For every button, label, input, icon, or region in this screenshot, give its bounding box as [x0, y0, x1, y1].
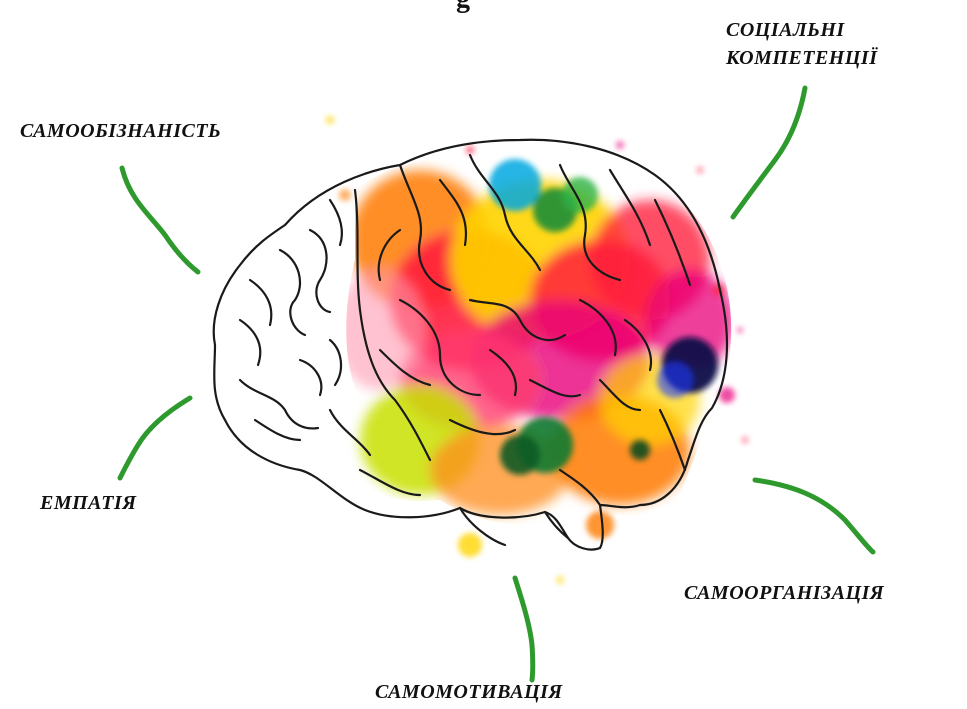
- label-self-organization: САМООРГАНІЗАЦІЯ: [684, 580, 884, 606]
- label-social-competences-line1: СОЦІАЛЬНІ: [726, 17, 845, 43]
- label-social-competences-line2: КОМПЕТЕНЦІЇ: [726, 45, 878, 71]
- connector-social: [733, 88, 805, 217]
- label-self-motivation: САМОМОТИВАЦІЯ: [375, 679, 563, 705]
- header-cutoff-text: g: [456, 0, 471, 12]
- connector-empathy: [120, 398, 190, 478]
- connector-self-organization: [755, 480, 873, 552]
- connector-self-awareness: [122, 168, 198, 272]
- label-empathy: ЕМПАТІЯ: [40, 490, 137, 516]
- connector-self-motivation: [515, 578, 533, 680]
- label-self-awareness: САМООБІЗНАНІСТЬ: [20, 118, 221, 144]
